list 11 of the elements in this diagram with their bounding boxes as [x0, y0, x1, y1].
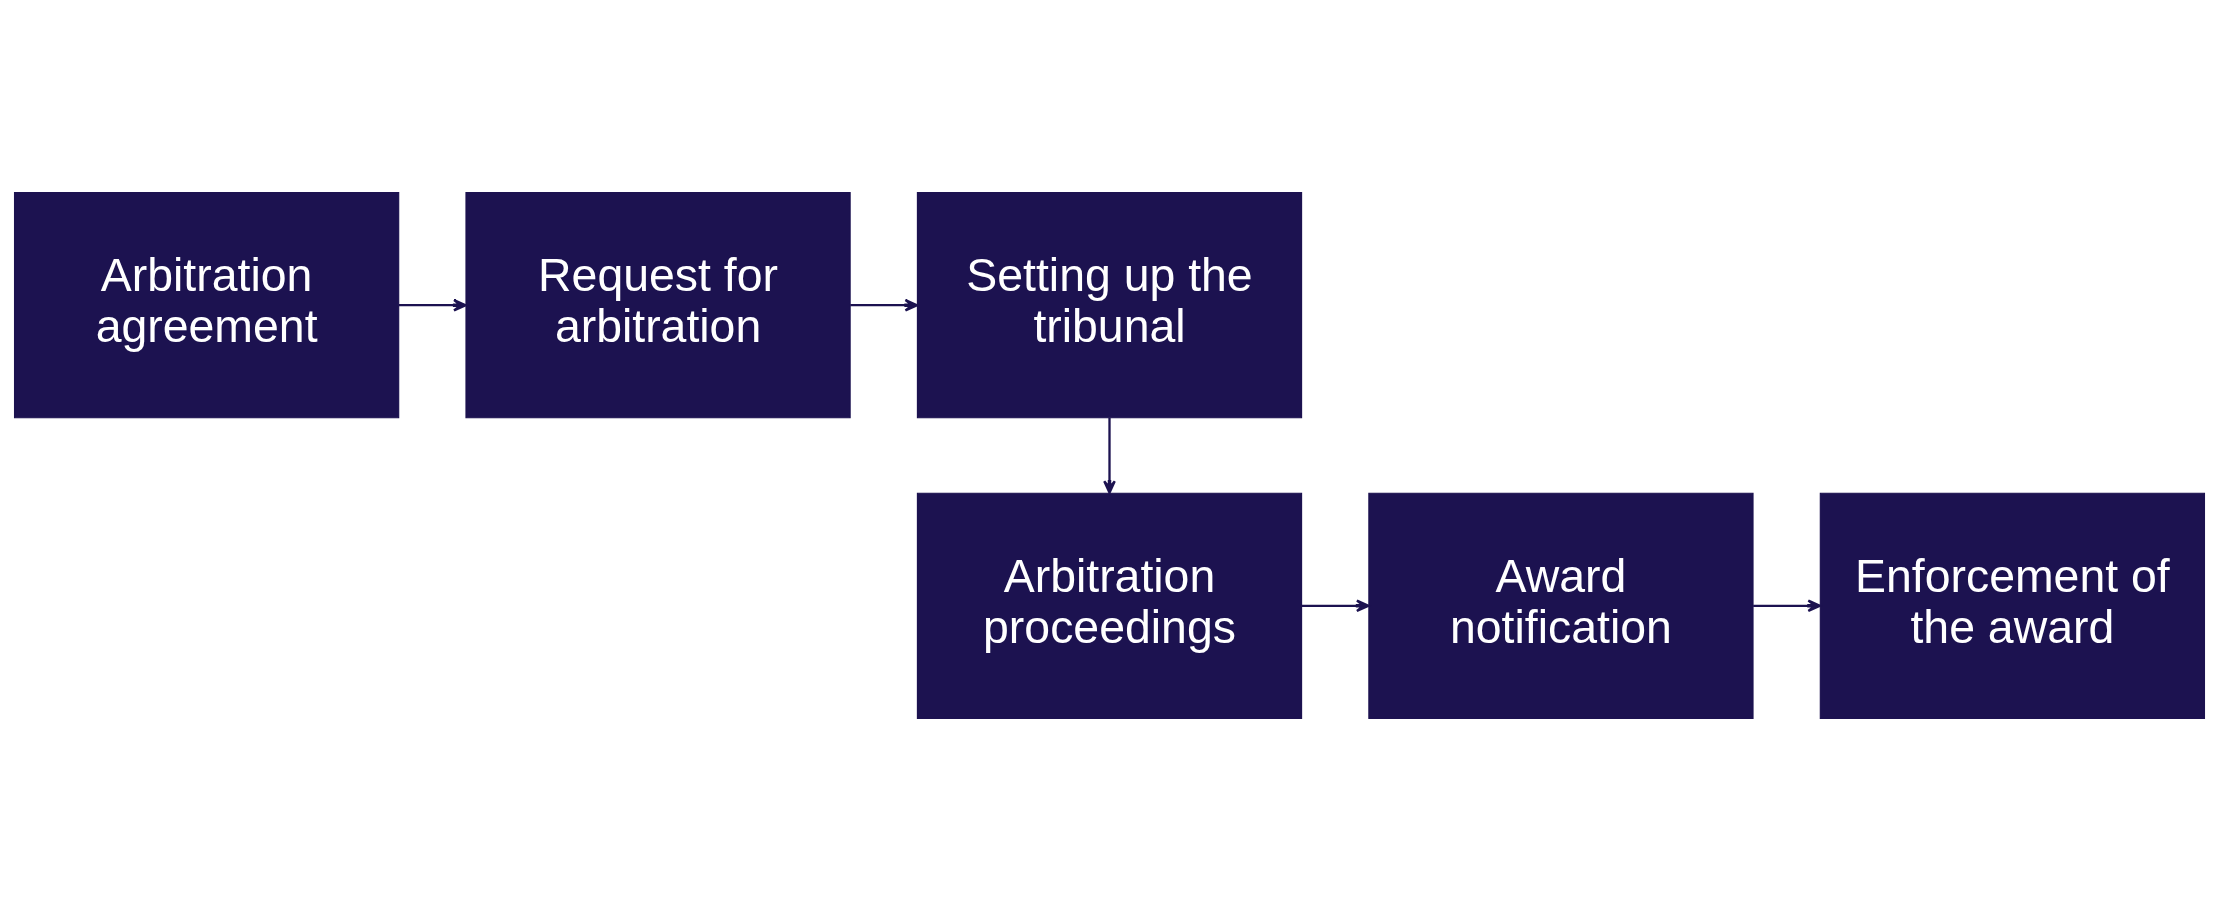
- node-box: Enforcement of the award: [1819, 492, 2206, 719]
- arrow: [398, 298, 467, 312]
- node-box: Award notification: [1368, 492, 1754, 719]
- node-box: Arbitration agreement: [13, 192, 400, 419]
- arrow: [850, 298, 919, 312]
- arrow: [1301, 599, 1370, 613]
- arrow: [1103, 417, 1116, 494]
- node-box: Setting up the tribunal: [916, 192, 1303, 419]
- node-box: Request for arbitration: [465, 192, 851, 419]
- node-box: Arbitration proceedings: [916, 492, 1303, 719]
- arrow: [1753, 599, 1822, 613]
